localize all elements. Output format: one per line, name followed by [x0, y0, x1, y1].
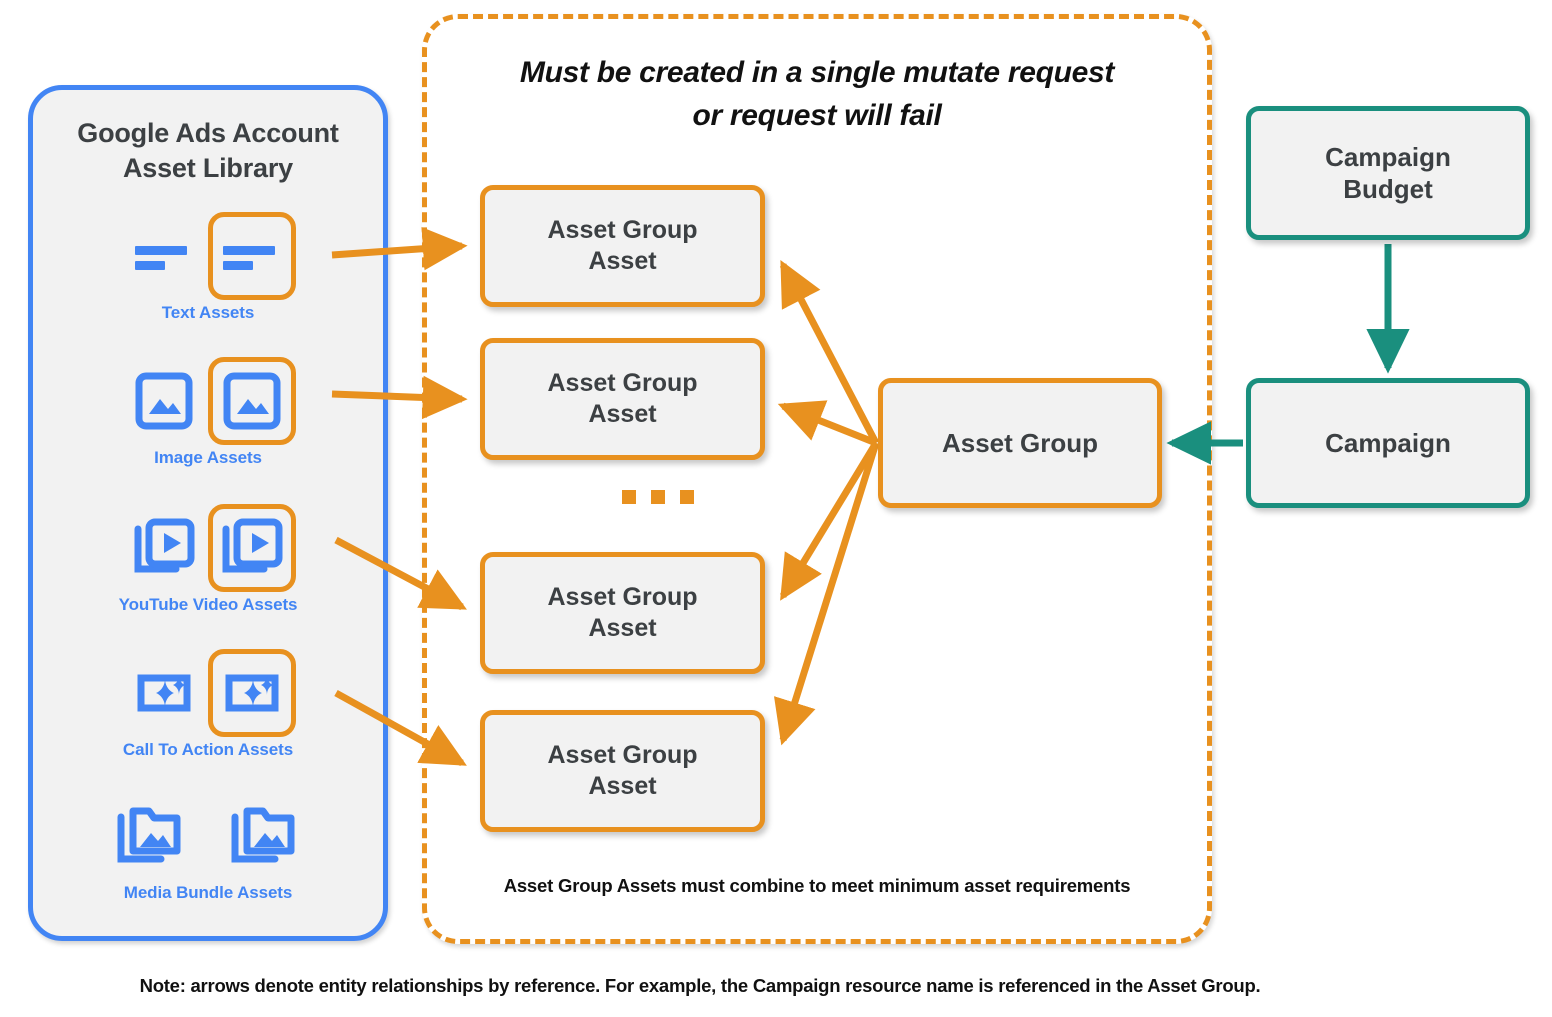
mutate-request-heading: Must be created in a single mutate reque…: [422, 52, 1212, 137]
aga-2-line2: Asset: [588, 400, 657, 428]
campaign-budget-box[interactable]: Campaign Budget: [1246, 106, 1530, 240]
ellipsis-indicator: [622, 490, 694, 504]
asset-group-asset-label-4: Asset Group Asset: [547, 740, 697, 803]
mutate-heading-line1: Must be created in a single mutate reque…: [519, 56, 1115, 89]
text-lines-icon: [120, 212, 208, 300]
asset-label-video: YouTube Video Assets: [118, 595, 298, 614]
video-stack-icon: [120, 504, 208, 592]
asset-icons-media-bundle: [33, 790, 383, 882]
asset-library-title-line2: Asset Library: [123, 152, 293, 183]
asset-icons-image: [33, 355, 383, 447]
mutate-heading-line2: or request will fail: [692, 98, 942, 132]
aga-3-line1: Asset Group: [547, 582, 698, 611]
asset-group-box[interactable]: Asset Group: [878, 378, 1162, 508]
media-bundle-folder-icon-2: [221, 792, 309, 880]
aga-4-line2: Asset: [588, 772, 657, 800]
asset-icons-cta: [33, 647, 383, 739]
video-stack-icon-highlighted[interactable]: [208, 504, 296, 592]
asset-group-asset-label-2: Asset Group Asset: [547, 368, 697, 431]
call-to-action-sparkle-icon: [120, 649, 208, 737]
asset-group-label: Asset Group: [941, 427, 1099, 458]
asset-row-image: Image Assets: [33, 355, 383, 475]
text-lines-icon-highlighted[interactable]: [208, 212, 296, 300]
asset-group-asset-box-1[interactable]: Asset Group Asset: [480, 185, 765, 307]
campaign-box[interactable]: Campaign: [1246, 378, 1530, 508]
ellipsis-dot-1: [622, 490, 636, 504]
asset-icons-text: [33, 210, 383, 302]
asset-row-video: YouTube Video Assets: [33, 502, 383, 622]
asset-library-title: Google Ads Account Asset Library: [33, 116, 383, 185]
diagram-note: Note: arrows denote entity relationships…: [139, 975, 1261, 996]
aga-2-line1: Asset Group: [547, 368, 698, 397]
campaign-budget-label: Campaign Budget: [1325, 141, 1451, 206]
asset-label-text: Text Assets: [161, 303, 255, 322]
asset-library-panel: Google Ads Account Asset Library: [28, 85, 388, 941]
asset-group-asset-label-1: Asset Group Asset: [547, 215, 697, 278]
campaign-budget-line2: Budget: [1343, 174, 1433, 204]
asset-library-title-line1: Google Ads Account: [77, 118, 339, 148]
asset-row-cta: Call To Action Assets: [33, 647, 383, 767]
aga-3-line2: Asset: [588, 614, 657, 642]
image-icon-highlighted[interactable]: [208, 357, 296, 445]
asset-group-asset-label-3: Asset Group Asset: [547, 582, 697, 645]
asset-group-asset-box-3[interactable]: Asset Group Asset: [480, 552, 765, 674]
mutate-footnote: Asset Group Assets must combine to meet …: [503, 875, 1131, 896]
media-bundle-folder-icon: [107, 792, 195, 880]
call-to-action-sparkle-icon-highlighted[interactable]: [208, 649, 296, 737]
asset-icons-video: [33, 502, 383, 594]
image-icon: [120, 357, 208, 445]
asset-row-text: Text Assets: [33, 210, 383, 330]
campaign-budget-line1: Campaign: [1325, 141, 1451, 172]
campaign-label: Campaign: [1325, 427, 1451, 458]
ellipsis-dot-2: [651, 490, 665, 504]
asset-group-asset-box-2[interactable]: Asset Group Asset: [480, 338, 765, 460]
asset-label-media-bundle: Media Bundle Assets: [123, 883, 293, 902]
asset-row-media-bundle: Media Bundle Assets: [33, 790, 383, 910]
aga-1-line1: Asset Group: [547, 215, 698, 244]
asset-label-cta: Call To Action Assets: [122, 740, 294, 759]
aga-1-line2: Asset: [588, 247, 657, 275]
aga-4-line1: Asset Group: [547, 740, 698, 769]
ellipsis-dot-3: [680, 490, 694, 504]
asset-group-asset-box-4[interactable]: Asset Group Asset: [480, 710, 765, 832]
asset-label-image: Image Assets: [154, 448, 262, 467]
